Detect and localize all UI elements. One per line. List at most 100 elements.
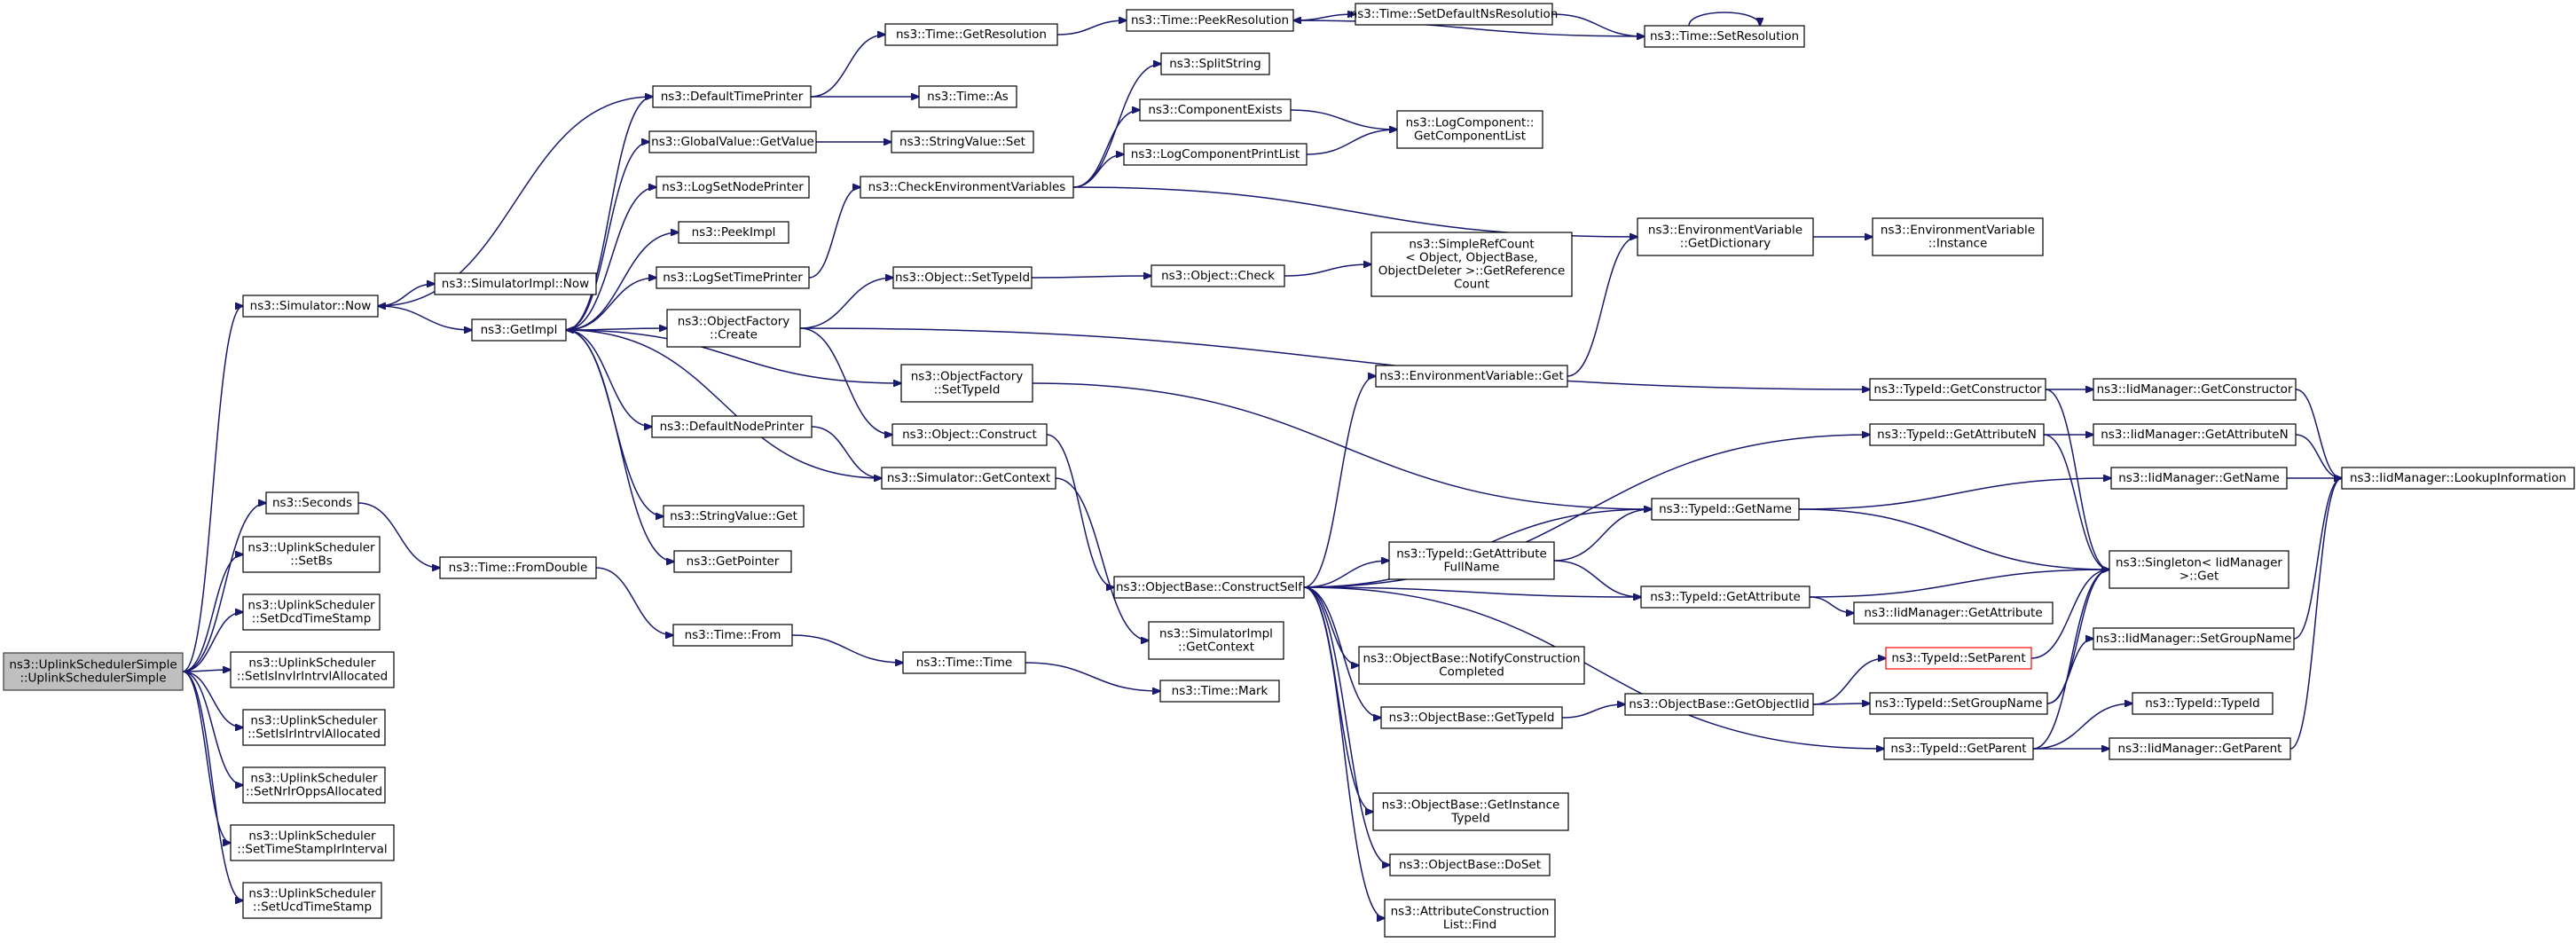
graph-node-seconds[interactable]: ns3::Seconds xyxy=(265,491,359,515)
graph-node-logsetnodeprinter[interactable]: ns3::LogSetNodePrinter xyxy=(656,176,810,199)
graph-node-tid-getattribute[interactable]: ns3::TypeId::GetAttribute xyxy=(1640,585,1810,609)
graph-node-iid-getattributen[interactable]: ns3::IidManager::GetAttributeN xyxy=(2093,423,2297,446)
node-box xyxy=(1380,706,1563,729)
graph-node-obj-construct[interactable]: ns3::Object::Construct xyxy=(891,423,1048,446)
graph-node-time-setdefaultns[interactable]: ns3::Time::SetDefaultNsResolution xyxy=(1350,3,1559,26)
graph-node-defaultnodeprinter[interactable]: ns3::DefaultNodePrinter xyxy=(651,415,813,438)
node-label: ns3::LogSetTimePrinter xyxy=(663,271,803,285)
node-label: ::SetIsIrIntrvlAllocated xyxy=(247,727,381,742)
graph-node-iid-getparent[interactable]: ns3::IidManager::GetParent xyxy=(2109,737,2291,760)
graph-node-obj-settypeid[interactable]: ns3::Object::SetTypeId xyxy=(892,266,1033,289)
graph-node-tid-getattributen[interactable]: ns3::TypeId::GetAttributeN xyxy=(1869,423,2045,446)
graph-node-gv-getvalue[interactable]: ns3::GlobalValue::GetValue xyxy=(648,130,817,153)
graph-node-tid-setparent[interactable]: ns3::TypeId::SetParent xyxy=(1885,647,2032,670)
graph-node-us-settsir[interactable]: ns3::UplinkScheduler::SetTimeStampIrInte… xyxy=(230,824,395,861)
graph-node-tid-getconstructor[interactable]: ns3::TypeId::GetConstructor xyxy=(1869,378,2046,401)
graph-node-time-peekres[interactable]: ns3::Time::PeekResolution xyxy=(1126,9,1294,32)
graph-node-iid-getattribute[interactable]: ns3::IidManager::GetAttribute xyxy=(1853,601,2054,625)
edge-logcomponentprintlist-to-logcomponent-getlist xyxy=(1306,130,1397,155)
node-label: ns3::SimpleRefCount xyxy=(1409,238,1534,252)
node-label: ns3::Time::SetResolution xyxy=(1650,29,1799,43)
edge-time-fromdouble-to-time-from xyxy=(595,567,673,635)
graph-node-simimpl-getcontext[interactable]: ns3::SimulatorImpl::GetContext xyxy=(1148,621,1284,660)
graph-node-ob-getobjectiid[interactable]: ns3::ObjectBase::GetObjectIid xyxy=(1624,693,1814,716)
graph-node-simplerefcount[interactable]: ns3::SimpleRefCount< Object, ObjectBase,… xyxy=(1370,232,1573,297)
graph-node-ob-doset[interactable]: ns3::ObjectBase::DoSet xyxy=(1389,853,1551,876)
node-label: ns3::ObjectBase::ConstructSelf xyxy=(1116,580,1303,594)
graph-node-time-getresolution[interactable]: ns3::Time::GetResolution xyxy=(884,23,1058,46)
graph-node-defaulttimeprinter[interactable]: ns3::DefaultTimePrinter xyxy=(652,85,812,108)
graph-node-obj-check[interactable]: ns3::Object::Check xyxy=(1151,264,1285,287)
graph-node-ev-getdictionary[interactable]: ns3::EnvironmentVariable::GetDictionary xyxy=(1637,217,1814,256)
node-box xyxy=(2132,692,2274,715)
graph-node-time-setresolution[interactable]: ns3::Time::SetResolution xyxy=(1644,25,1805,48)
graph-node-singleton-get[interactable]: ns3::Singleton< IidManager>::Get xyxy=(2109,550,2289,589)
node-box xyxy=(1160,52,1270,75)
node-label: ::SetBs xyxy=(290,554,333,569)
graph-node-of-create[interactable]: ns3::ObjectFactory::Create xyxy=(666,309,801,348)
graph-node-sim-now[interactable]: ns3::Simulator::Now xyxy=(242,295,379,318)
node-label: ns3::StringValue::Set xyxy=(899,135,1025,149)
graph-node-logcomponent-getlist[interactable]: ns3::LogComponent::GetComponentList xyxy=(1396,110,1543,149)
graph-node-us-setucd[interactable]: ns3::UplinkScheduler::SetUcdTimeStamp xyxy=(242,882,382,919)
graph-node-time-fromdouble[interactable]: ns3::Time::FromDouble xyxy=(439,556,597,579)
edge-sim-getcontext-to-getimpl xyxy=(566,330,883,479)
graph-node-iid-getname[interactable]: ns3::IidManager::GetName xyxy=(2110,467,2288,490)
node-label: ns3::UplinkScheduler xyxy=(247,541,375,555)
graph-node-logcomponentprintlist[interactable]: ns3::LogComponentPrintList xyxy=(1123,143,1308,166)
node-label: ns3::Object::Construct xyxy=(902,428,1037,442)
graph-node-of-settypeid[interactable]: ns3::ObjectFactory::SetTypeId xyxy=(900,364,1033,403)
graph-node-simimpl-now[interactable]: ns3::SimulatorImpl::Now xyxy=(434,272,597,295)
graph-node-sim-getcontext[interactable]: ns3::Simulator::GetContext xyxy=(881,467,1056,490)
node-label: ns3::IidManager::LookupInformation xyxy=(2350,471,2566,485)
graph-node-componentexists[interactable]: ns3::ComponentExists xyxy=(1139,98,1292,122)
graph-node-sv-get[interactable]: ns3::StringValue::Get xyxy=(663,505,805,528)
graph-node-ev-instance[interactable]: ns3::EnvironmentVariable::Instance xyxy=(1872,217,2044,256)
edge-defaulttimeprinter-to-time-getresolution xyxy=(810,35,885,98)
graph-node-splitstring[interactable]: ns3::SplitString xyxy=(1160,52,1270,75)
graph-node-time-as[interactable]: ns3::Time::As xyxy=(918,85,1017,108)
graph-node-ev-get[interactable]: ns3::EnvironmentVariable::Get xyxy=(1375,365,1568,388)
graph-node-us-setisinv[interactable]: ns3::UplinkScheduler::SetIsInvIrIntrvlAl… xyxy=(230,651,395,688)
node-label: ns3::Seconds xyxy=(272,496,352,510)
graph-node-root[interactable]: ns3::UplinkSchedulerSimple::UplinkSchedu… xyxy=(3,652,184,691)
edge-obj-check-to-simplerefcount xyxy=(1284,264,1371,277)
graph-node-tid-getparent[interactable]: ns3::TypeId::GetParent xyxy=(1883,737,2034,760)
graph-node-us-setnrir[interactable]: ns3::UplinkScheduler::SetNrIrOppsAllocat… xyxy=(242,766,386,804)
node-label: ns3::IidManager::SetGroupName xyxy=(2096,632,2292,646)
graph-node-us-setdcd[interactable]: ns3::UplinkScheduler::SetDcdTimeStamp xyxy=(242,593,381,631)
node-box xyxy=(242,295,379,318)
graph-node-tid-getname[interactable]: ns3::TypeId::GetName xyxy=(1651,498,1800,521)
graph-node-time-from[interactable]: ns3::Time::From xyxy=(672,624,793,647)
graph-node-logsettimeprinter[interactable]: ns3::LogSetTimePrinter xyxy=(656,266,810,289)
graph-node-iid-getconstructor[interactable]: ns3::IidManager::GetConstructor xyxy=(2093,378,2297,401)
node-box xyxy=(663,505,805,528)
graph-node-iid-lookupinfo[interactable]: ns3::IidManager::LookupInformation xyxy=(2341,467,2575,490)
graph-node-sv-set[interactable]: ns3::StringValue::Set xyxy=(891,130,1034,153)
node-box xyxy=(651,415,813,438)
graph-node-getpointer[interactable]: ns3::GetPointer xyxy=(673,550,792,573)
graph-node-checkenv[interactable]: ns3::CheckEnvironmentVariables xyxy=(860,176,1074,199)
graph-node-tid-typeid[interactable]: ns3::TypeId::TypeId xyxy=(2132,692,2274,715)
node-label: ::GetDictionary xyxy=(1680,237,1771,251)
graph-node-peekimpl[interactable]: ns3::PeekImpl xyxy=(678,221,789,244)
edge-sim-now-to-getimpl xyxy=(377,305,472,330)
graph-node-iid-setgroupname[interactable]: ns3::IidManager::SetGroupName xyxy=(2093,627,2295,650)
edge-checkenv-to-logcomponentprintlist xyxy=(1072,154,1124,188)
graph-node-ob-gettypeid[interactable]: ns3::ObjectBase::GetTypeId xyxy=(1380,706,1563,729)
graph-node-time-mark[interactable]: ns3::Time::Mark xyxy=(1159,680,1280,703)
graph-node-tid-setgroupname[interactable]: ns3::TypeId::SetGroupName xyxy=(1869,692,2048,715)
graph-node-time-time[interactable]: ns3::Time::Time xyxy=(902,651,1026,674)
graph-node-us-setisir[interactable]: ns3::UplinkScheduler::SetIsIrIntrvlAlloc… xyxy=(242,709,386,746)
graph-node-us-setbs[interactable]: ns3::UplinkScheduler::SetBs xyxy=(242,536,381,573)
graph-node-ob-notifyconstruction[interactable]: ns3::ObjectBase::NotifyConstructionCompl… xyxy=(1358,646,1585,685)
node-label: ns3::UplinkScheduler xyxy=(248,656,376,671)
graph-node-getimpl[interactable]: ns3::GetImpl xyxy=(471,318,567,342)
edge-defaultnodeprinter-to-sim-getcontext xyxy=(811,426,882,478)
graph-node-ob-constructself[interactable]: ns3::ObjectBase::ConstructSelf xyxy=(1113,576,1305,599)
node-label: ns3::Time::Mark xyxy=(1172,684,1268,698)
node-box xyxy=(1396,110,1543,149)
